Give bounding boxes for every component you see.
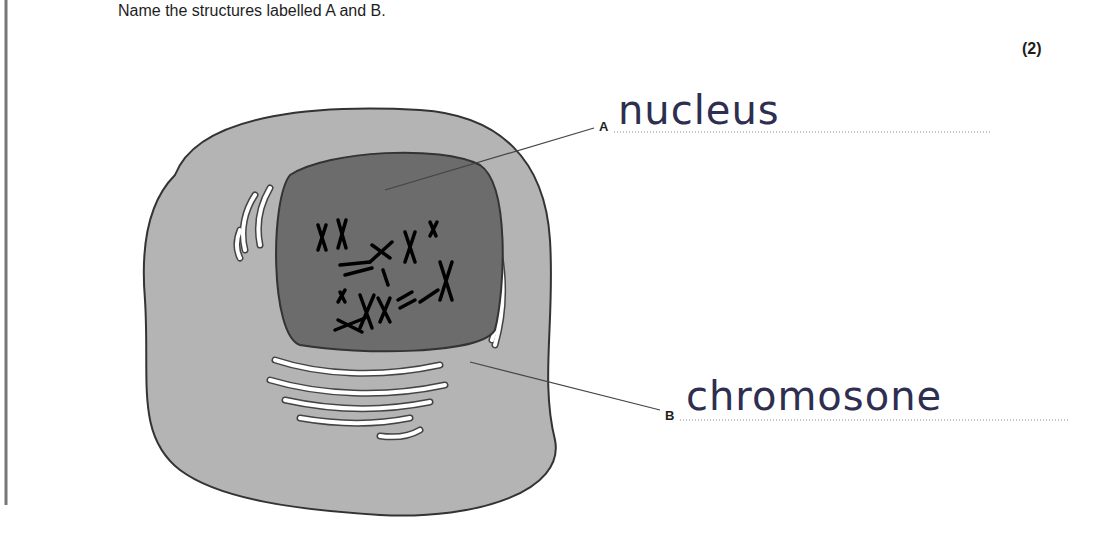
nucleus-outline [276,153,503,352]
chromosome-shapes [318,220,452,332]
label-letter: B [665,409,674,423]
mark-count: (2) [1022,40,1042,58]
handwritten-answer: chromosone [686,374,942,418]
leader-lines [385,128,660,410]
answer-lines [614,132,1070,420]
margin-bar [5,0,8,505]
label-letter: A [599,120,608,134]
handwritten-answer: nucleus [618,88,780,132]
cell-outline [144,109,556,516]
question-text: Name the structures labelled A and B. [118,2,386,20]
